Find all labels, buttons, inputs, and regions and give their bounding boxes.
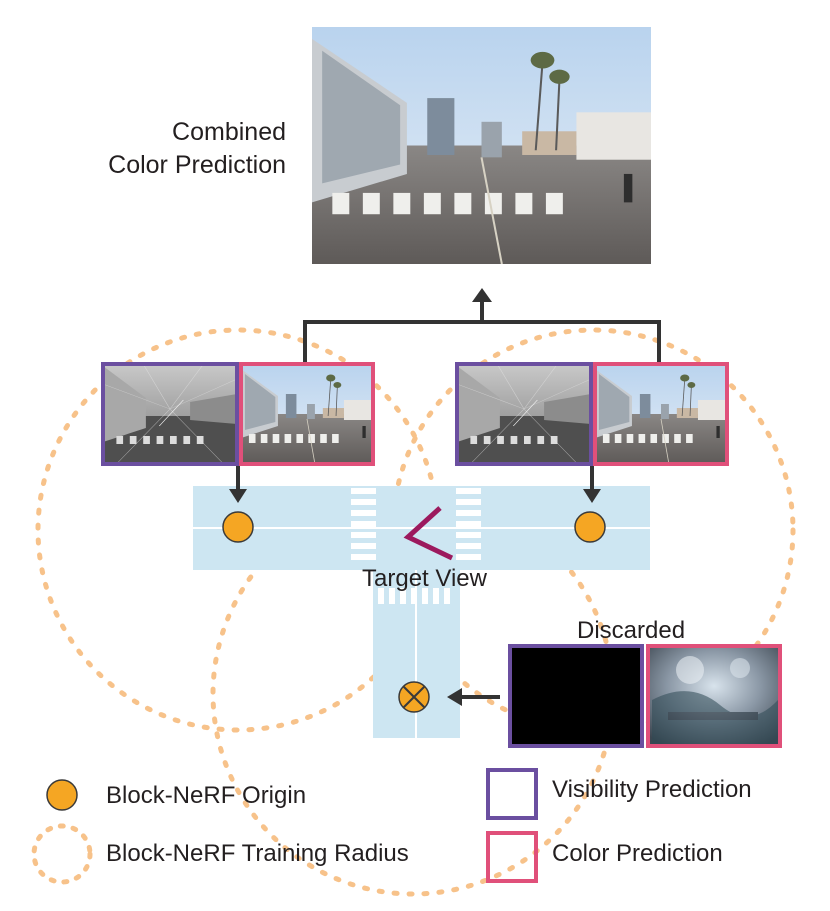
down-arrow-right [583, 466, 601, 503]
target-view-icon [403, 506, 454, 561]
combined-color-title: Combined Color Prediction [40, 116, 286, 182]
combined-color-image [312, 27, 651, 264]
legend-visibility-icon [486, 768, 538, 820]
visibility-frame-right [455, 362, 593, 466]
legend-radius-label: Block-NeRF Training Radius [106, 840, 409, 867]
legend-color-label: Color Prediction [552, 840, 723, 867]
combine-arrow [303, 288, 661, 362]
discarded-label: Discarded [577, 617, 686, 644]
crosswalk [351, 488, 481, 604]
title-line-2: Color Prediction [108, 151, 286, 179]
visibility-frame-discarded [508, 644, 644, 748]
title-line-1: Combined [172, 118, 286, 146]
color-frame-right [593, 362, 729, 466]
discarded-prediction-pair [508, 644, 782, 748]
legend-visibility-label: Visibility Prediction [552, 776, 752, 803]
target-view-label: Target View [362, 565, 487, 592]
color-frame-left [239, 362, 375, 466]
discard-arrow [447, 688, 500, 706]
visibility-frame-left [101, 362, 239, 466]
left-prediction-pair [101, 362, 375, 466]
right-prediction-pair [455, 362, 729, 466]
down-arrow-left [229, 466, 247, 503]
block-origin-right [574, 511, 606, 543]
block-origin-left [222, 511, 254, 543]
color-frame-discarded [646, 644, 782, 748]
legend-origin-icon [46, 779, 78, 811]
legend-radius-icon [31, 823, 93, 885]
legend-origin-label: Block-NeRF Origin [106, 782, 307, 809]
legend-color-icon [486, 831, 538, 883]
block-origin-discarded [398, 681, 430, 713]
